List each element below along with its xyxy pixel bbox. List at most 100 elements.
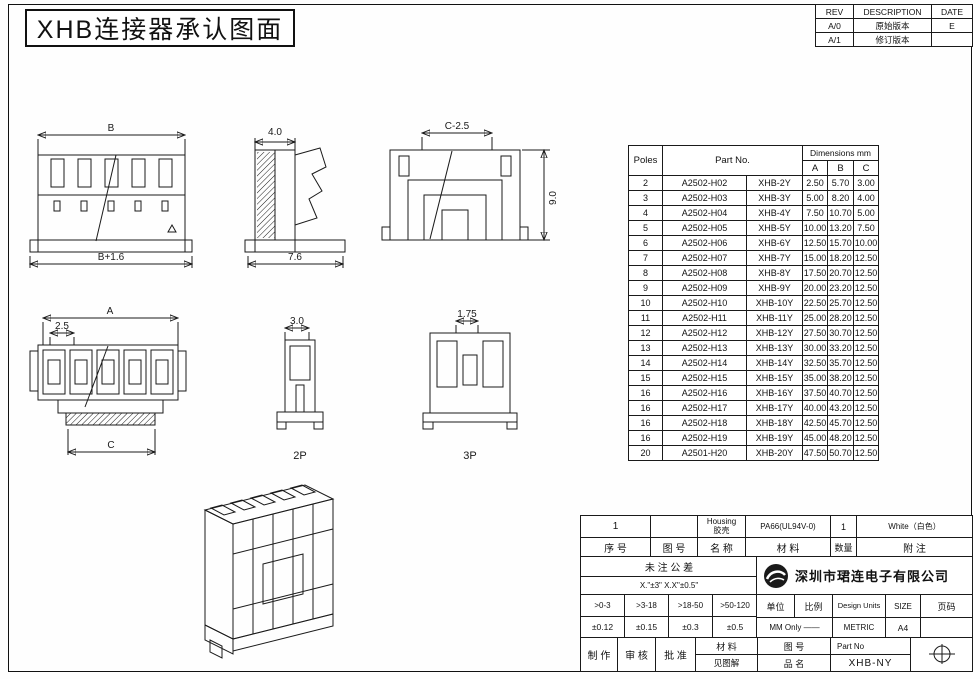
table-cell: XHB-17Y [745, 400, 804, 416]
table-cell: XHB-3Y [745, 190, 804, 206]
table-cell: 5.00 [853, 205, 880, 221]
table-cell: XHB-6Y [745, 235, 804, 251]
table-cell: 37.50 [802, 385, 829, 401]
table-cell: XHB-8Y [745, 265, 804, 281]
table-cell: 20 [628, 445, 663, 461]
table-cell: 5.00 [802, 190, 829, 206]
table-cell: A2502-H18 [662, 415, 747, 431]
table-cell: 12.50 [802, 235, 829, 251]
table-cell: 25.70 [827, 295, 855, 311]
tolerance-range-row: >0-3 >3-18 >18-50 >50-120 [580, 594, 759, 617]
make-label: 制 作 [580, 637, 618, 672]
table-cell: 18.20 [827, 250, 855, 266]
table-cell: 13 [628, 340, 663, 356]
table-cell: XHB-11Y [745, 310, 804, 326]
table-cell: XHB-4Y [745, 205, 804, 221]
col-header-b: B [827, 160, 855, 176]
table-cell: 14 [628, 355, 663, 371]
table-cell: 30.00 [802, 340, 829, 356]
table-cell: A2502-H09 [662, 280, 747, 296]
table-cell: 12.50 [853, 265, 880, 281]
part-no-label: Part No [830, 637, 911, 655]
table-cell: A2502-H14 [662, 355, 747, 371]
page-title: XHB连接器承认图面 [25, 9, 295, 47]
table-cell: 12.50 [853, 445, 880, 461]
table-cell: 23.20 [827, 280, 855, 296]
table-cell: 20.70 [827, 265, 855, 281]
table-cell: 7.50 [802, 205, 829, 221]
table-cell: 33.20 [827, 340, 855, 356]
table-cell: 7.50 [853, 220, 880, 236]
design-units-label: Design Units [832, 594, 886, 618]
table-cell: XHB-15Y [745, 370, 804, 386]
item-row: 1 Housing 胶壳 PA66(UL94V-0) 1 White（白色） [580, 515, 973, 538]
table-cell: 4.00 [853, 190, 880, 206]
table-cell: 12.50 [853, 355, 880, 371]
table-cell: A2502-H03 [662, 190, 747, 206]
table-cell: 7 [628, 250, 663, 266]
table-cell: 48.20 [827, 430, 855, 446]
table-cell: 38.20 [827, 370, 855, 386]
parts-header-row-1: Poles Part No. Dimensions mm [628, 145, 880, 176]
table-cell: 10.00 [853, 235, 880, 251]
drawing-no-label: 图 号 [757, 637, 831, 655]
size-value: A4 [885, 617, 921, 638]
table-cell: A2502-H05 [662, 220, 747, 236]
table-cell: 3.00 [853, 175, 880, 191]
size-label: SIZE [885, 594, 921, 618]
table-cell: 2.50 [802, 175, 829, 191]
table-cell: 45.70 [827, 415, 855, 431]
header-qty: 数量 [830, 537, 857, 558]
rev-row: A/0 原始版本 E [815, 18, 973, 33]
table-cell: 42.50 [802, 415, 829, 431]
col-header-part-no: Part No. [661, 145, 804, 176]
table-cell: 35.00 [802, 370, 829, 386]
table-cell: XHB-10Y [745, 295, 804, 311]
revision-table: REV DESCRIPTION DATE A/0 原始版本 E A/1 修订版本 [815, 4, 973, 47]
item-qty: 1 [830, 515, 857, 538]
design-units-value: METRIC [832, 617, 886, 638]
company-name: 深圳市珺连电子有限公司 [795, 569, 950, 584]
table-cell: 12.50 [853, 340, 880, 356]
rev-header-row: REV DESCRIPTION DATE [815, 4, 973, 19]
item-index: 1 [580, 515, 651, 538]
header-note: 附 注 [856, 537, 973, 558]
units-value-row: MM Only —— METRIC A4 [756, 617, 974, 638]
table-cell: XHB-14Y [745, 355, 804, 371]
company-cell: 深圳市珺连电子有限公司 [755, 556, 974, 595]
table-cell: 15.70 [827, 235, 855, 251]
table-cell: 12.50 [853, 325, 880, 341]
table-cell: A2502-H06 [662, 235, 747, 251]
table-cell: A2502-H19 [662, 430, 747, 446]
table-cell: 28.20 [827, 310, 855, 326]
table-cell: 27.50 [802, 325, 829, 341]
item-drawing-no [650, 515, 698, 538]
table-cell: A2502-H12 [662, 325, 747, 341]
table-cell: 16 [628, 430, 663, 446]
rev-row: A/1 修订版本 [815, 32, 973, 47]
tolerance-value-row: ±0.12 ±0.15 ±0.3 ±0.5 [580, 616, 759, 638]
table-cell: 5.70 [827, 175, 855, 191]
page-value [919, 617, 974, 638]
item-name-en: Housing [706, 516, 737, 526]
table-cell: 10.70 [827, 205, 855, 221]
table-cell: XHB-12Y [745, 325, 804, 341]
material-value: 见图解 [695, 654, 758, 672]
table-cell: 12.50 [853, 310, 880, 326]
table-cell: 20.00 [802, 280, 829, 296]
table-cell: XHB-16Y [745, 385, 804, 401]
signature-block: 制 作 审 核 批 准 材 料 图 号 Part No 见图解 品 名 XHB-… [580, 637, 973, 672]
table-cell: A2502-H07 [662, 250, 747, 266]
table-cell: 12.50 [853, 430, 880, 446]
table-cell: 12.50 [853, 250, 880, 266]
